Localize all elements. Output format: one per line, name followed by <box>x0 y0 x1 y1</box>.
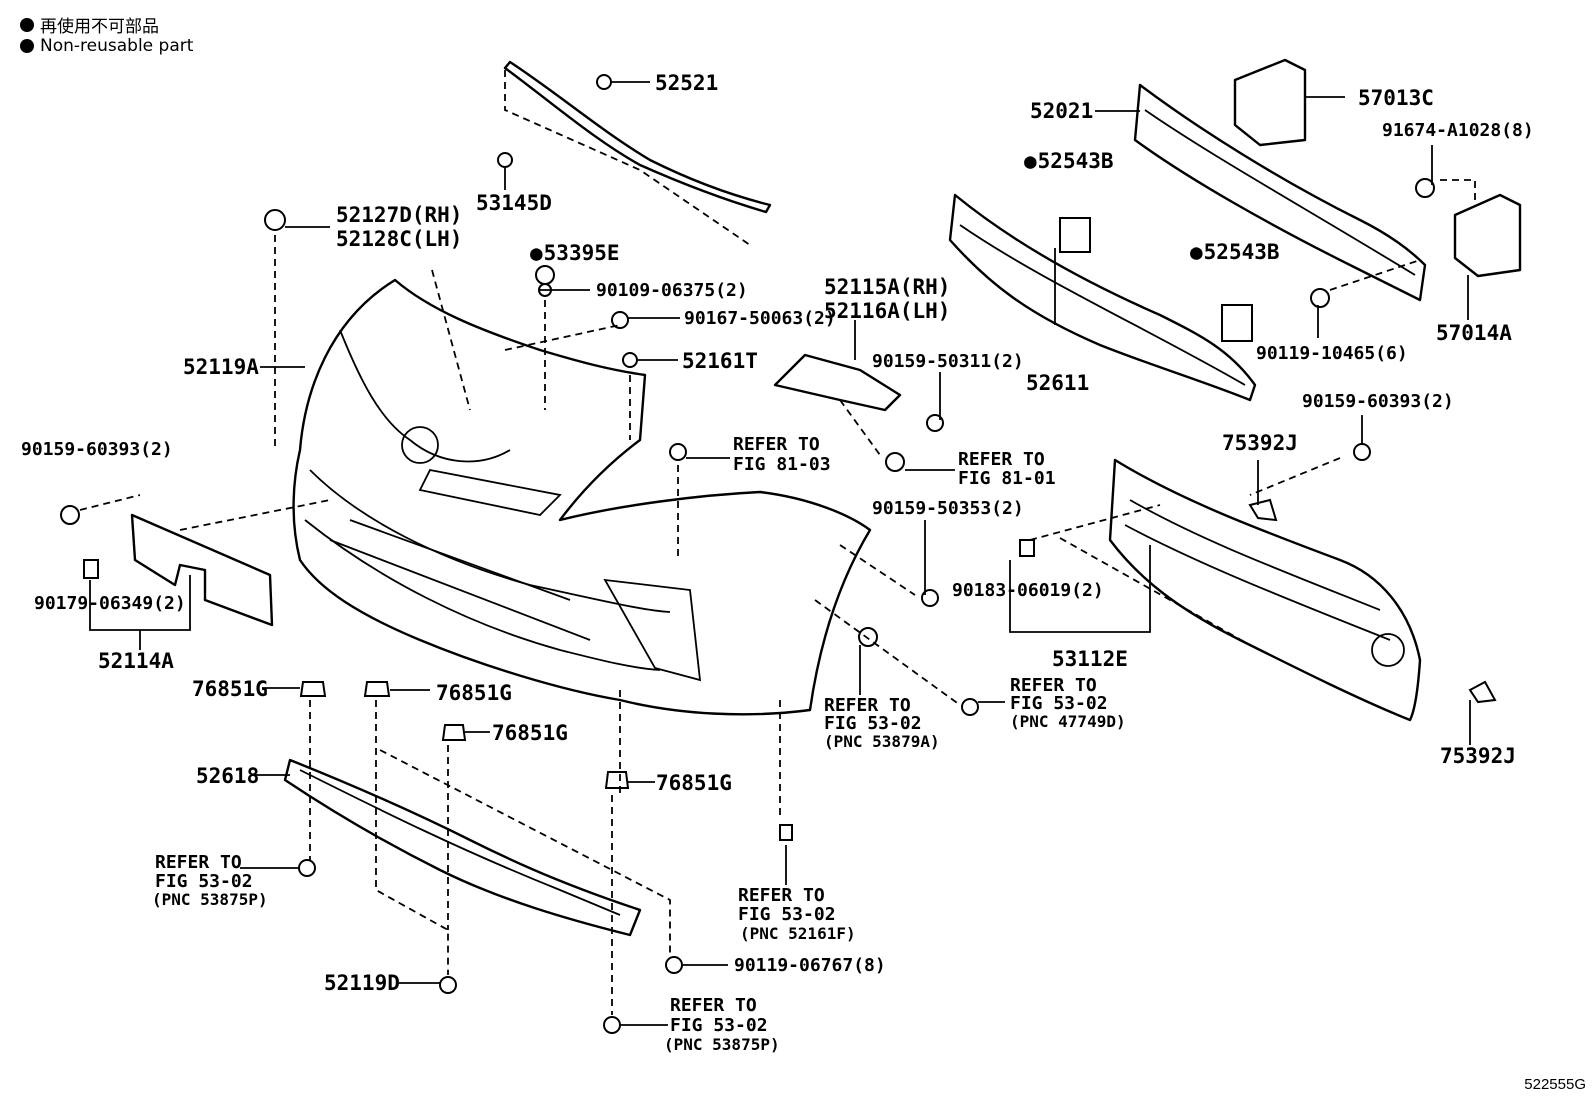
label-refer-53875p-right-line1: REFER TO <box>670 995 757 1016</box>
label-52611: 52611 <box>1026 371 1090 395</box>
label-52618: 52618 <box>196 764 260 788</box>
label-91674-a1028: 91674-A1028(8) <box>1382 120 1534 141</box>
diagram-code: 522555G <box>1524 1076 1586 1093</box>
label-75392j-lower: 75392J <box>1440 744 1516 768</box>
bullet-icon <box>20 39 34 53</box>
label-refer-81-01-line2: FIG 81-01 <box>958 468 1056 489</box>
label-57013c: 57013C <box>1358 86 1434 110</box>
label-refer-52161f-line2: FIG 53-02 <box>738 904 836 925</box>
label-76851g-4: 76851G <box>656 771 732 795</box>
label-90119-10465: 90119-10465(6) <box>1256 343 1408 364</box>
label-refer-81-01-line1: REFER TO <box>958 449 1045 470</box>
reinforcement-52021 <box>1133 83 1427 302</box>
label-52114a: 52114A <box>98 649 174 673</box>
legend-non-reusable-text: Non-reusable part <box>40 36 194 56</box>
label-52161t: 52161T <box>682 349 758 373</box>
absorber-52611 <box>948 193 1257 402</box>
molding-strip-53145d <box>503 60 772 214</box>
label-76851g-2: 76851G <box>436 681 512 705</box>
label-76851g-3: 76851G <box>492 721 568 745</box>
lower-grille-53112e <box>1108 458 1422 722</box>
label-refer-52161f-line3: (PNC 52161F) <box>740 924 856 943</box>
label-refer-53879a-line2: FIG 53-02 <box>824 713 922 734</box>
bullet-icon <box>20 17 34 32</box>
pad-52543b-lower <box>1221 304 1253 342</box>
label-90179-06349: 90179-06349(2) <box>34 593 186 614</box>
label-53112e: 53112E <box>1052 647 1128 671</box>
label-refer-81-03-line2: FIG 81-03 <box>733 454 831 475</box>
pad-52543b-upper <box>1059 217 1091 253</box>
label-90159-50353: 90159-50353(2) <box>872 498 1024 519</box>
label-52543b-lower: 52543B <box>1190 241 1280 264</box>
label-90183-06019: 90183-06019(2) <box>952 580 1104 601</box>
label-refer-53875p-left-line2: FIG 53-02 <box>155 871 253 892</box>
label-refer-47749d-line2: FIG 53-02 <box>1010 693 1108 714</box>
label-refer-53879a-line1: REFER TO <box>824 695 911 716</box>
label-90119-06767: 90119-06767(8) <box>734 955 886 976</box>
legend-non-reusable: Non-reusable part <box>20 36 193 56</box>
label-52119d: 52119D <box>324 971 400 995</box>
label-52116a-lh: 52116A(LH) <box>824 299 951 323</box>
label-refer-53875p-left-line1: REFER TO <box>155 852 242 873</box>
bracket-57013c <box>1233 58 1307 147</box>
label-52543b-upper: 52543B <box>1024 150 1114 173</box>
assembly-lines <box>79 70 1476 1015</box>
legend-kanji-text: 再使用不可部品 <box>40 17 159 37</box>
label-52115a-rh: 52115A(RH) <box>824 275 951 299</box>
label-90159-50311: 90159-50311(2) <box>872 351 1024 372</box>
label-90167-50063: 90167-50063(2) <box>684 308 836 329</box>
bracket-57014a <box>1453 193 1522 278</box>
label-52521: 52521 <box>655 71 719 95</box>
label-53145d: 53145D <box>476 191 552 215</box>
label-52127d-rh: 52127D(RH) <box>336 203 463 227</box>
fasteners <box>60 74 1497 1034</box>
bumper-cover-52119a <box>292 278 872 716</box>
label-52119a: 52119A <box>183 355 259 379</box>
label-90159-60393-right: 90159-60393(2) <box>1302 391 1454 412</box>
legend-kanji: 再使用不可部品 <box>20 12 159 37</box>
license-bracket-52114a <box>130 513 274 627</box>
label-52128c-lh: 52128C(LH) <box>336 227 463 251</box>
label-90109-06375: 90109-06375(2) <box>596 280 748 301</box>
label-refer-52161f-line1: REFER TO <box>738 885 825 906</box>
label-refer-53875p-right-line2: FIG 53-02 <box>670 1015 768 1036</box>
label-refer-53875p-right-line3: (PNC 53875P) <box>664 1035 780 1054</box>
label-53395e: 53395E <box>530 242 620 265</box>
label-57014a: 57014A <box>1436 321 1512 345</box>
label-refer-53875p-left-line3: (PNC 53875P) <box>152 890 268 909</box>
label-refer-53879a-line3: (PNC 53879A) <box>824 732 940 751</box>
label-refer-47749d-line1: REFER TO <box>1010 675 1097 696</box>
label-75392j-upper: 75392J <box>1222 431 1298 455</box>
leader-lines <box>89 81 1471 1026</box>
label-refer-81-03-line1: REFER TO <box>733 434 820 455</box>
label-52021: 52021 <box>1030 99 1094 123</box>
label-refer-47749d-line3: (PNC 47749D) <box>1010 712 1126 731</box>
label-76851g-1: 76851G <box>192 677 268 701</box>
under-cover-52618 <box>283 758 642 937</box>
label-90159-60393-left: 90159-60393(2) <box>21 439 173 460</box>
